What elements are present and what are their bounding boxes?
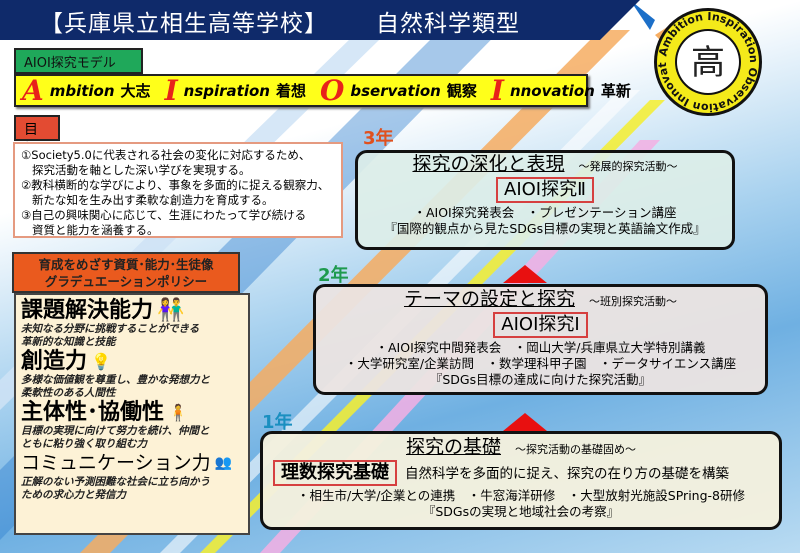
- progress-arrow-icon: [503, 265, 547, 283]
- goal-line: ②教科横断的な学びにより、事象を多面的に捉える観察力、: [21, 178, 330, 192]
- word: nspiration: [183, 81, 270, 100]
- policy-title: 育成をめざす資質･能力･生徒像: [38, 257, 214, 272]
- policy-item: 創造力💡: [21, 349, 243, 374]
- policy-item: 主体性･協働性🧍: [21, 400, 243, 425]
- stage-title: 探究の深化と表現: [412, 153, 565, 175]
- school-logo: Ambition Inspiration Observation Innovat…: [652, 6, 762, 116]
- policy-box: 課題解決能力👫 未知なる分野に挑戦することができる 革新的な知識と技能 創造力💡…: [14, 293, 250, 535]
- year-3-box: 探究の深化と表現 ～発展的探究活動～ AIOI探究Ⅱ ・AIOI探究発表会 ・プレ…: [355, 150, 735, 250]
- kanji: 観察: [446, 82, 477, 100]
- header-bar: 【兵庫県立相生高等学校】 自然科学類型: [0, 0, 800, 40]
- year-1-box: 探究の基礎 ～探究活動の基礎固め～ 理数探究基礎自然科学を多面的に捉え、探究の在り…: [260, 431, 782, 530]
- policy-subtitle: グラデュエーションポリシー: [44, 274, 208, 289]
- stage-description: 自然科学を多面的に捉え、探究の在り方の基礎を構築: [405, 466, 729, 482]
- goal-line: ③自己の興味関心に応じて、生涯にわたって学び続ける: [21, 208, 307, 222]
- policy-heading: 創造力: [21, 349, 88, 374]
- activity-line: ・AIOI探究発表会 ・プレゼンテーション講座: [413, 205, 677, 220]
- course-name: 自然科学類型: [376, 11, 520, 37]
- year-3-label: 3年: [363, 128, 394, 149]
- policy-desc: 正解のない予測困難な社会に立ち向かう: [21, 476, 210, 488]
- policy-heading: 課題解決能力: [21, 298, 154, 323]
- kanji: 大志: [120, 82, 151, 100]
- model-label: AIOI探究モデル: [14, 48, 143, 74]
- stage-title: テーマの設定と探究: [403, 288, 575, 310]
- activity-line: ・相生市/大学/企業との連携 ・牛窓海洋研修 ・大型放射光施設SPring-8研…: [297, 488, 745, 503]
- course-tag: 理数探究基礎: [273, 460, 397, 486]
- theme-line: 『SDGs目標の達成に向けた探究活動』: [429, 372, 652, 387]
- stage-subtitle: ～発展的探究活動～: [578, 160, 678, 173]
- policy-item: コミュニケーション力👥: [21, 451, 243, 476]
- initial-o: O: [320, 73, 345, 107]
- year-2-label: 2年: [318, 265, 349, 286]
- course-tag: AIOI探究Ⅰ: [493, 312, 588, 338]
- progress-arrow-icon: [503, 413, 547, 431]
- kanji: 革新: [600, 82, 631, 100]
- word: bservation: [350, 81, 441, 100]
- svg-text:高: 高: [691, 43, 725, 83]
- policy-desc: 目標の実現に向けて努力を続け、仲間と: [21, 425, 210, 437]
- policy-desc: 未知なる分野に挑戦することができる: [21, 323, 200, 335]
- goals-box: ①Society5.0に代表される社会の変化に対応するため、 探究活動を軸とした…: [13, 142, 343, 238]
- goal-line: 資質と能力を涵養する。: [32, 223, 159, 237]
- policy-desc: ための求心力と発信力: [21, 489, 126, 501]
- students-icon: 👫: [157, 298, 185, 323]
- policy-heading: 主体性･協働性: [21, 400, 165, 425]
- goal-line: ①Society5.0に代表される社会の変化に対応するため、: [21, 148, 311, 162]
- student-icon: 🧍: [168, 403, 188, 422]
- initial-i: I: [164, 73, 178, 107]
- initial-i: I: [490, 73, 504, 107]
- word: nnovation: [509, 81, 595, 100]
- theme-line: 『国際的観点から見たSDGs目標の実現と英語論文作成』: [384, 221, 706, 236]
- policy-desc: 多様な価値観を尊重し、豊かな発想力と: [21, 374, 210, 386]
- stage-subtitle: ～探究活動の基礎固め～: [515, 443, 636, 456]
- goal-line: 新たな知を生み出す柔軟な創造力を育成する。: [32, 193, 274, 207]
- policy-desc: ともに粘り強く取り組む力: [21, 438, 147, 450]
- theme-line: 『SDGsの実現と地域社会の考察』: [422, 504, 620, 519]
- stage-subtitle: ～班別探究活動～: [589, 295, 677, 308]
- lightbulb-icon: 💡: [91, 352, 111, 371]
- policy-item: 課題解決能力👫: [21, 298, 243, 323]
- policy-desc: 柔軟性のある人間性: [21, 387, 116, 399]
- activity-line: ・AIOI探究中間発表会 ・岡山大学/兵庫県立大学特別講義: [375, 340, 706, 355]
- goals-label: 目標: [14, 115, 60, 158]
- school-name: 【兵庫県立相生高等学校】: [40, 11, 328, 37]
- policy-heading: コミュニケーション力: [21, 452, 211, 474]
- goal-line: 探究活動を軸とした深い学びを実現する。: [32, 163, 251, 177]
- initial-a: A: [22, 73, 44, 107]
- year-1-label: 1年: [262, 412, 293, 433]
- year-2-box: テーマの設定と探究 ～班別探究活動～ AIOI探究Ⅰ ・AIOI探究中間発表会 ・…: [313, 284, 768, 395]
- stage-title: 探究の基礎: [405, 436, 501, 458]
- policy-header: 育成をめざす資質･能力･生徒像 グラデュエーションポリシー: [12, 252, 240, 293]
- course-tag: AIOI探究Ⅱ: [496, 177, 594, 203]
- activity-line: ・大学研究室/企業訪問 ・数学理科甲子園 ・データサイエンス講座: [344, 356, 737, 371]
- kanji: 着想: [275, 82, 306, 100]
- crowd-icon: 👥: [214, 455, 233, 471]
- word: mbition: [49, 81, 115, 100]
- policy-desc: 革新的な知識と技能: [21, 336, 116, 348]
